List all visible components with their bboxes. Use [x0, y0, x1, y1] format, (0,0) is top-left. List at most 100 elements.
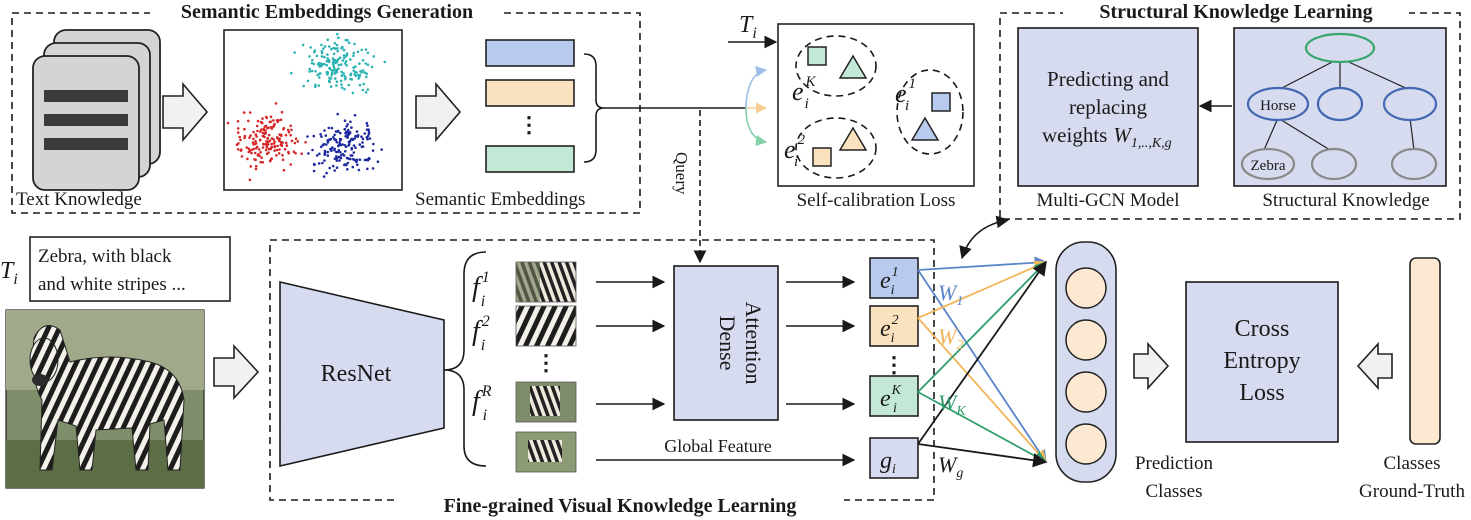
scatter-point — [342, 48, 346, 52]
scatter-point — [352, 151, 356, 154]
scatter-point — [290, 139, 294, 143]
scatter-point — [282, 168, 286, 172]
scatter-point — [307, 152, 310, 155]
scatter-point — [314, 83, 317, 87]
scatter-point — [351, 91, 355, 95]
scatter-point — [331, 146, 334, 149]
scatter-point — [317, 162, 321, 165]
scatter-point — [278, 137, 282, 141]
scatter-point — [323, 45, 327, 48]
scatter-point — [363, 158, 367, 162]
scatter-point — [278, 148, 281, 151]
scatter-point — [263, 125, 267, 128]
scatter-point — [243, 134, 247, 138]
scatter-point — [263, 131, 267, 135]
scatter-point — [365, 72, 369, 75]
global-feature-label: Global Feature — [664, 436, 771, 456]
scatter-point — [236, 148, 240, 151]
scatter-point — [249, 165, 253, 168]
scatter-point — [293, 51, 296, 54]
scatter-point — [348, 132, 352, 135]
scatter-point — [360, 48, 364, 52]
scatter-point — [343, 119, 347, 122]
scatter-point — [340, 46, 344, 50]
scatter-point — [275, 154, 278, 157]
scatter-point — [325, 143, 328, 146]
scatter-point — [275, 148, 279, 152]
scatter-point — [256, 119, 260, 123]
scatter-point — [250, 148, 254, 152]
ce-text-3: Loss — [1239, 380, 1284, 406]
tree-node-zebra: Zebra — [1251, 158, 1286, 174]
scatter-point — [247, 119, 250, 123]
scatter-point — [335, 159, 339, 162]
w-k-label: WK — [938, 390, 966, 419]
scatter-point — [343, 62, 347, 65]
gcn-text-1: Predicting and — [1047, 67, 1169, 91]
prediction-node — [1065, 267, 1107, 309]
w-g-label: Wg — [938, 452, 963, 481]
resnet-block — [279, 280, 445, 468]
scatter-point — [261, 117, 264, 120]
scatter-point — [333, 67, 336, 70]
scatter-point — [352, 144, 356, 147]
scatter-point — [250, 151, 253, 155]
scatter-point — [306, 135, 309, 138]
scatter-point — [337, 144, 341, 147]
scatter-point — [329, 77, 333, 80]
scatter-point — [259, 138, 262, 142]
scatter-point — [343, 128, 347, 131]
scatter-point — [267, 151, 270, 154]
scatter-point — [350, 154, 354, 157]
scatter-point — [346, 161, 350, 165]
scatter-point — [349, 58, 352, 61]
scatter-point — [226, 121, 230, 125]
e-k-box — [869, 375, 919, 417]
scatter-point — [326, 150, 330, 154]
scatter-point — [353, 158, 356, 162]
scatter-point — [281, 158, 285, 162]
scatter-point — [348, 140, 352, 143]
scatter-point — [344, 150, 347, 153]
ellipsis-vertical: ⋮ — [535, 350, 557, 375]
scatter-point — [338, 141, 341, 144]
self-calibration-label: Self-calibration Loss — [797, 190, 956, 211]
scatter-point — [341, 152, 345, 156]
classes-label-1: Classes — [1384, 453, 1441, 474]
scatter-point — [344, 132, 347, 135]
scatter-point — [238, 135, 241, 139]
scatter-point — [350, 126, 353, 129]
scatter-point — [341, 59, 345, 62]
scatter-point — [329, 85, 333, 88]
scatter-point — [264, 115, 268, 119]
scatter-point — [254, 164, 258, 168]
scatter-point — [360, 71, 363, 74]
scatter-point — [345, 156, 349, 160]
scatter-point — [364, 48, 368, 51]
scatter-point — [267, 147, 271, 151]
scatter-point — [254, 139, 257, 143]
scatter-point — [354, 134, 357, 138]
scatter-point — [257, 148, 261, 151]
scatter-point — [372, 55, 376, 58]
scatter-point — [339, 151, 342, 154]
text-knowledge-label: Text Knowledge — [16, 189, 142, 210]
scatter-point — [316, 63, 320, 66]
scatter-point — [301, 43, 305, 47]
scatter-point — [333, 169, 337, 172]
scatter-point — [376, 160, 380, 163]
scatter-point — [333, 42, 337, 45]
scatter-point — [335, 150, 338, 154]
scatter-point — [325, 63, 329, 67]
scatter-point — [262, 142, 265, 146]
scatter-point — [302, 84, 306, 88]
scatter-point — [252, 130, 255, 134]
scatter-point — [355, 158, 359, 162]
scatter-point — [357, 77, 360, 80]
scatter-point — [333, 133, 336, 137]
scatter-point — [345, 64, 348, 67]
scatter-point — [236, 127, 240, 130]
scatter-point — [320, 135, 323, 138]
feature-brace — [443, 251, 487, 467]
scatter-point — [326, 141, 330, 144]
